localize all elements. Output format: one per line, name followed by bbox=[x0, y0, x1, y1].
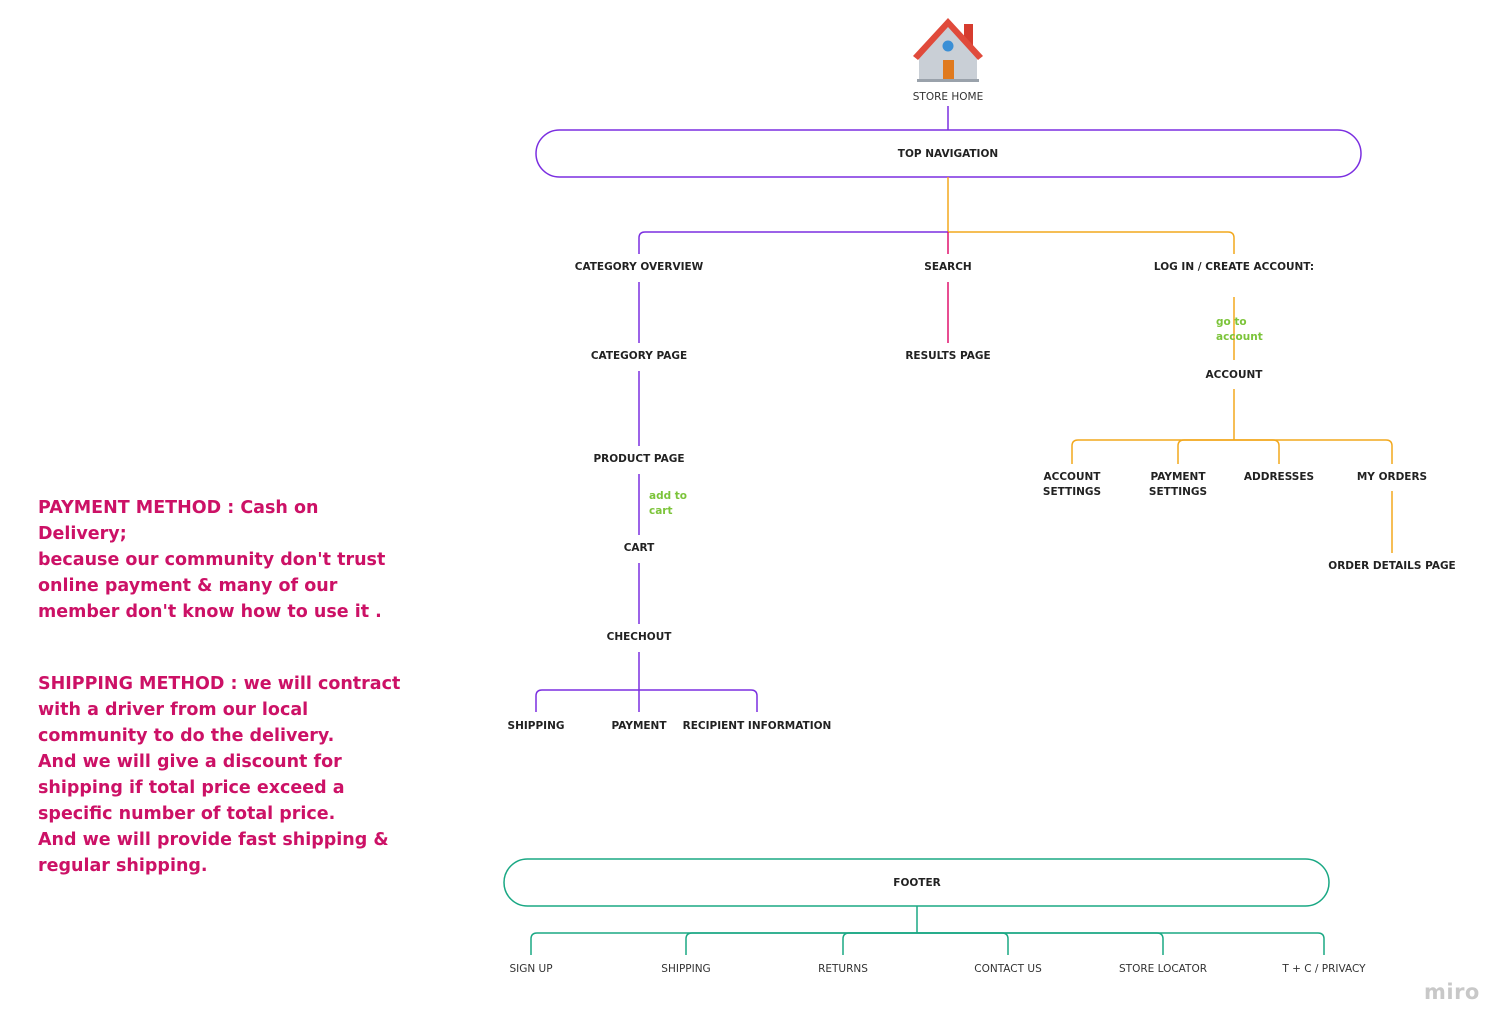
payment-settings-label: PAYMENT bbox=[1150, 471, 1206, 483]
payment-note-line: PAYMENT METHOD : Cash on Delivery; bbox=[38, 498, 319, 544]
product-page-label: PRODUCT PAGE bbox=[593, 453, 684, 465]
footer-contact-us: CONTACT US bbox=[974, 963, 1042, 975]
account-label: ACCOUNT bbox=[1206, 369, 1264, 381]
search-label: SEARCH bbox=[924, 261, 971, 273]
shipping-note-line: regular shipping. bbox=[38, 856, 208, 876]
shipping-note-line: with a driver from our local bbox=[38, 700, 309, 720]
miro-logo: miro bbox=[1424, 980, 1480, 1004]
store-home-label: STORE HOME bbox=[913, 91, 983, 103]
checkout-label: CHECHOUT bbox=[607, 631, 673, 643]
checkout-recipient-label: RECIPIENT INFORMATION bbox=[683, 720, 832, 732]
addresses-label: ADDRESSES bbox=[1244, 471, 1314, 483]
footer-returns: RETURNS bbox=[818, 963, 868, 975]
shipping-method-note: SHIPPING METHOD : we will contract with … bbox=[38, 671, 408, 879]
cart-label: CART bbox=[624, 542, 655, 554]
shipping-note-line: And we will provide fast shipping & bbox=[38, 830, 389, 850]
shipping-note-line: And we will give a discount for bbox=[38, 752, 342, 772]
results-page-label: RESULTS PAGE bbox=[905, 350, 990, 362]
payment-note-line: because our community don't trust bbox=[38, 550, 386, 570]
footer-label: FOOTER bbox=[893, 877, 940, 889]
footer-shipping: SHIPPING bbox=[661, 963, 710, 975]
payment-note-line: online payment & many of our bbox=[38, 576, 338, 596]
account-settings-label: ACCOUNT bbox=[1044, 471, 1102, 483]
payment-note-line: member don't know how to use it . bbox=[38, 602, 382, 622]
checkout-payment-label: PAYMENT bbox=[611, 720, 667, 732]
footer-terms-privacy: T + C / PRIVACY bbox=[1281, 963, 1366, 975]
category-overview-label: CATEGORY OVERVIEW bbox=[575, 261, 704, 273]
account-settings-label-line2: SETTINGS bbox=[1043, 486, 1101, 498]
login-label: LOG IN / CREATE ACCOUNT: bbox=[1154, 261, 1314, 273]
add-to-cart-note-line2: cart bbox=[649, 505, 673, 517]
shipping-note-line: SHIPPING METHOD : we will contract bbox=[38, 674, 401, 694]
payment-method-note: PAYMENT METHOD : Cash on Delivery; becau… bbox=[38, 495, 408, 625]
footer-store-locator: STORE LOCATOR bbox=[1119, 963, 1207, 975]
top-navigation-label: TOP NAVIGATION bbox=[898, 148, 998, 160]
shipping-note-line: community to do the delivery. bbox=[38, 726, 335, 746]
go-to-account-note-line2: account bbox=[1216, 331, 1263, 343]
payment-settings-label-line2: SETTINGS bbox=[1149, 486, 1207, 498]
add-to-cart-note: add to bbox=[649, 490, 687, 502]
order-details-label: ORDER DETAILS PAGE bbox=[1328, 560, 1455, 572]
my-orders-label: MY ORDERS bbox=[1357, 471, 1427, 483]
footer-sign-up: SIGN UP bbox=[509, 963, 552, 975]
shipping-note-line: shipping if total price exceed a bbox=[38, 778, 345, 798]
go-to-account-note: go to bbox=[1216, 316, 1247, 328]
checkout-shipping-label: SHIPPING bbox=[508, 720, 565, 732]
category-page-label: CATEGORY PAGE bbox=[591, 350, 687, 362]
house-icon bbox=[913, 18, 983, 82]
shipping-note-line: specific number of total price. bbox=[38, 804, 336, 824]
